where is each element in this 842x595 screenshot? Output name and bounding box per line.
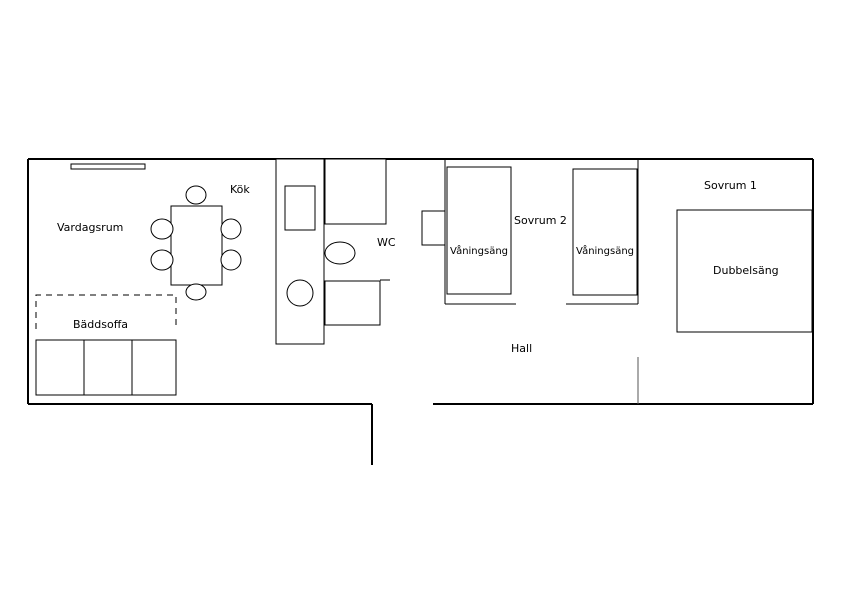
dining-table: [170, 205, 223, 286]
exterior-walls: [27, 158, 814, 465]
furniture-label-dubbelsang: Dubbelsäng: [713, 264, 779, 277]
chair: [220, 218, 242, 240]
furniture-labels: Bäddsoffa Våningsäng Våningsäng Dubbelsä…: [73, 244, 779, 331]
bunk-bed-2: [572, 168, 638, 296]
furniture-label-vaningsang-1: Våningsäng: [450, 244, 508, 257]
toilet: [324, 241, 356, 265]
room-label-kok: Kök: [230, 183, 250, 196]
bunk-bed-1: [446, 166, 512, 295]
bathroom: [324, 158, 387, 326]
room-labels: Vardagsrum Kök WC Sovrum 2 Sovrum 1 Hall: [57, 179, 757, 355]
chair: [185, 185, 207, 205]
washbasin: [324, 280, 381, 326]
chair: [150, 218, 174, 240]
kitchen: [275, 158, 325, 345]
room-label-sovrum2: Sovrum 2: [514, 214, 567, 227]
window-radiator: [70, 163, 146, 170]
room-label-vardagsrum: Vardagsrum: [57, 221, 123, 234]
sofa-bed: [35, 339, 177, 396]
bedroom-1: [676, 209, 813, 333]
room-label-hall: Hall: [511, 342, 532, 355]
chair: [150, 249, 174, 271]
furniture-label-vaningsang-2: Våningsäng: [576, 244, 634, 257]
furniture-label-baddsoffa: Bäddsoffa: [73, 318, 128, 331]
sink: [286, 279, 314, 307]
stove: [284, 185, 316, 231]
living-room: [35, 163, 242, 396]
room-label-sovrum1: Sovrum 1: [704, 179, 757, 192]
bedroom-2: [421, 166, 638, 296]
double-bed: [676, 209, 813, 333]
chair: [185, 283, 207, 301]
sofa-bed-extension: [35, 294, 177, 329]
shower: [324, 158, 387, 225]
room-label-wc: WC: [377, 236, 396, 249]
nightstand: [421, 210, 446, 246]
chair: [220, 249, 242, 271]
